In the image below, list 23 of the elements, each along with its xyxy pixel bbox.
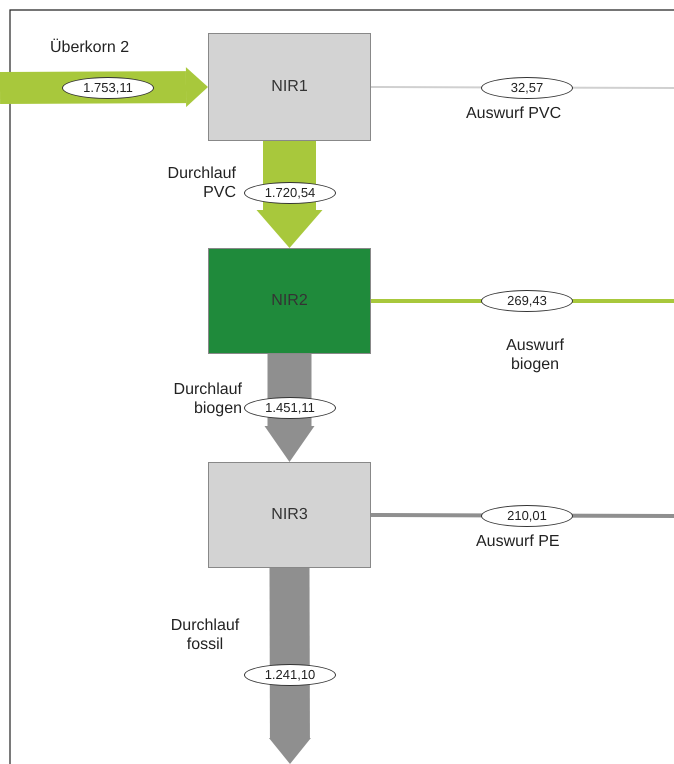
flow-name: Durchlauf biogen [172, 380, 242, 418]
process-box [208, 248, 371, 354]
flow-name: Durchlauf PVC [166, 164, 236, 202]
flow-name: Auswurf PE [476, 532, 561, 551]
process-box [208, 462, 371, 568]
edge-label: 269,43 [481, 290, 573, 312]
flow-arrow [0, 67, 208, 108]
edge-label: 1.241,10 [244, 664, 336, 686]
box-label: NIR3 [271, 506, 308, 524]
box-label: NIR1 [271, 78, 308, 96]
edge-label: 1.451,11 [244, 397, 336, 419]
edge-label: 32,57 [481, 77, 573, 99]
flow-name: Durchlauf fossil [170, 616, 240, 654]
process-box [208, 33, 371, 141]
flow-name: Überkorn 2 [50, 38, 130, 57]
edge-label: 1.720,54 [244, 182, 336, 204]
box-label: NIR2 [271, 292, 308, 310]
flow-arrow [268, 568, 311, 764]
edge-label: 210,01 [481, 505, 573, 527]
flow-arrow [256, 141, 322, 248]
flow-name: Auswurf biogen [505, 336, 565, 374]
flow-name: Auswurf PVC [466, 104, 562, 123]
flow-arrow [264, 354, 314, 462]
